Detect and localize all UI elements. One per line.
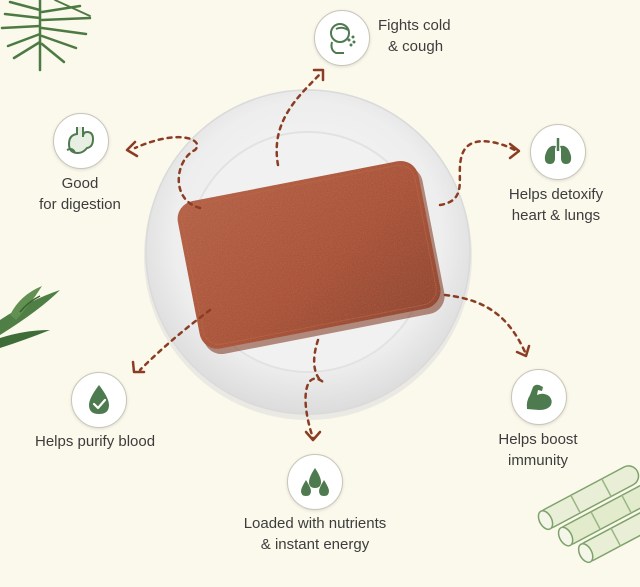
benefit-badge-blood (71, 372, 127, 428)
benefit-label-nutrients: Loaded with nutrients & instant energy (230, 513, 400, 555)
arrow-blood (138, 308, 212, 372)
arrow-cough (275, 70, 324, 167)
arrowheads (125, 68, 531, 442)
benefit-badge-digestion (53, 113, 109, 169)
jaggery-block (177, 160, 445, 355)
benefit-line2: & cough (388, 38, 444, 55)
benefit-line2: immunity (507, 452, 568, 469)
benefit-line1: Helps detoxify (508, 186, 604, 203)
benefit-badge-immunity (511, 369, 567, 425)
arrow-immunity (443, 293, 527, 354)
palm-leaf-top-left-icon (0, 0, 92, 72)
benefit-label-digestion: Good for digestion (39, 173, 121, 215)
benefit-line1: Fights cold (378, 17, 451, 34)
sugarcane-sticks-icon (537, 465, 640, 564)
arrows (133, 70, 527, 440)
benefit-line1: Helps purify blood (35, 433, 156, 450)
cough-icon (330, 23, 356, 54)
benefit-label-cough: Fights cold & cough (378, 15, 451, 57)
benefit-label-immunity: Helps boost immunity (482, 429, 594, 471)
benefit-line2: heart & lungs (511, 207, 601, 224)
benefit-badge-lungs (530, 124, 586, 180)
benefit-line1: Good (61, 175, 99, 192)
sugarcane-leaf-left-icon (0, 286, 60, 348)
benefit-line2: & instant energy (260, 536, 370, 553)
benefit-badge-nutrients (287, 454, 343, 510)
benefit-line1: Helps boost (498, 431, 578, 448)
blood-drop-icon (89, 385, 109, 414)
benefit-line1: Loaded with nutrients (243, 515, 387, 532)
benefit-label-blood: Helps purify blood (35, 431, 155, 452)
arrow-nutrients (304, 338, 324, 440)
muscle-icon (526, 384, 552, 410)
arrow-lungs (438, 140, 517, 207)
benefit-badge-cough (314, 10, 370, 66)
benefit-line2: for digestion (39, 196, 121, 213)
arrow-digestion (133, 135, 202, 210)
stomach-icon (66, 127, 95, 155)
benefit-label-lungs: Helps detoxify heart & lungs (496, 184, 616, 226)
lungs-icon (544, 138, 572, 164)
nutrient-drops-icon (301, 468, 329, 496)
